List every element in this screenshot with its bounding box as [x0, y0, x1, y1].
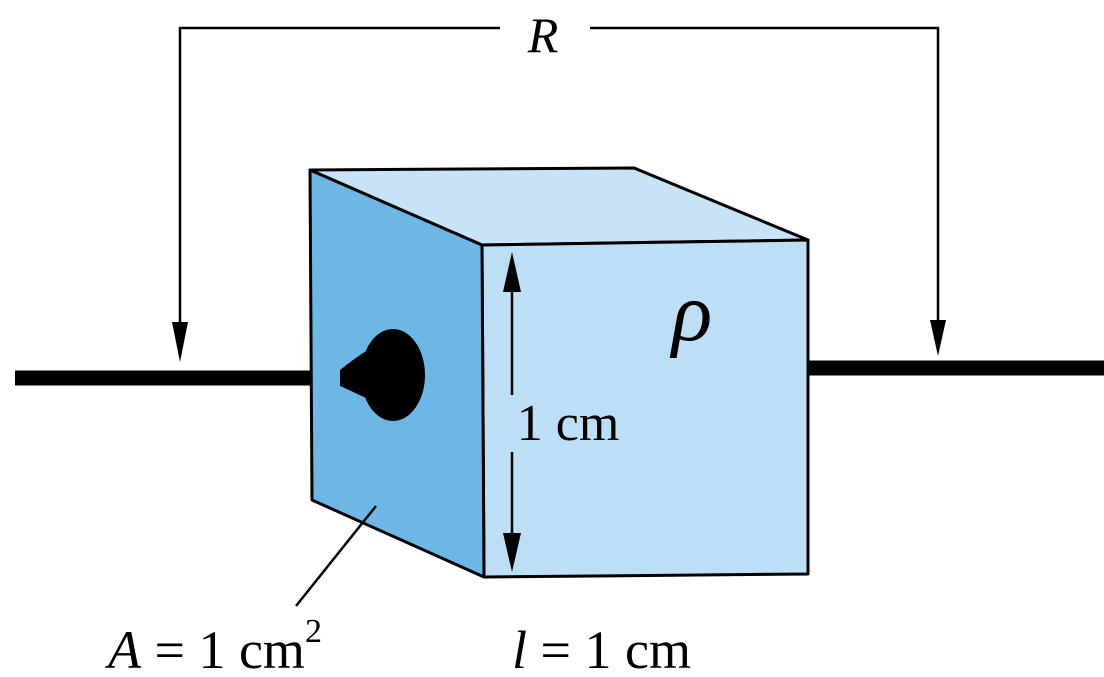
length-symbol: l — [512, 620, 527, 677]
area-leader-line — [295, 505, 377, 607]
length-value: = 1 cm — [527, 620, 691, 677]
resistance-bracket — [172, 26, 946, 362]
height-dimension-arrow — [503, 252, 521, 572]
area-label: A = 1 cm2 — [105, 613, 322, 677]
resistivity-label: ρ — [669, 266, 712, 359]
resistance-label: R — [527, 7, 559, 63]
area-value: = 1 cm — [141, 620, 305, 677]
left-probe-arrow — [172, 322, 188, 362]
area-symbol: A — [105, 620, 142, 677]
wire-contact-disc — [361, 329, 425, 421]
area-exponent: 2 — [305, 613, 322, 650]
length-label: l = 1 cm — [512, 620, 691, 677]
right-probe-arrow — [930, 320, 946, 356]
height-label: 1 cm — [517, 395, 620, 452]
